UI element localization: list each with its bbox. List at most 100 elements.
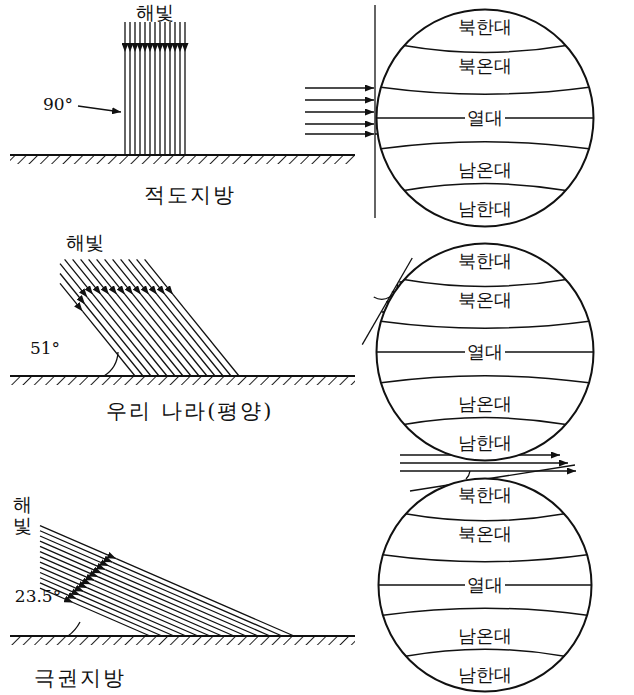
globe: 북한대북온대열대남온대남한대 <box>375 8 595 228</box>
ray-line <box>89 259 117 294</box>
ray-line <box>113 562 282 636</box>
ray-line <box>95 581 222 636</box>
ray-line <box>133 294 199 376</box>
ray-line <box>141 294 207 376</box>
ray-line <box>154 52 155 155</box>
ray-line <box>40 567 87 588</box>
ray-line <box>134 52 135 155</box>
ray-line <box>137 259 165 294</box>
ray-line <box>164 52 165 155</box>
zone-name: 북한대 <box>456 485 514 505</box>
angle-marks <box>28 5 385 636</box>
zone-name: 열대 <box>465 342 505 362</box>
ray-line <box>145 259 173 294</box>
ray-line <box>40 526 116 559</box>
zone-name: 남한대 <box>456 433 514 453</box>
ray-line <box>400 462 568 463</box>
ray-line <box>149 52 150 155</box>
ray-line <box>124 52 125 155</box>
ray-line <box>164 22 165 52</box>
ray-line <box>93 294 159 376</box>
ray-line <box>159 22 160 52</box>
ray-line <box>73 603 150 636</box>
ray-line <box>87 297 151 376</box>
ray-line <box>40 546 102 573</box>
label: 90° <box>43 95 73 114</box>
ray-line <box>139 22 140 52</box>
ray-line <box>129 259 157 294</box>
label: 우리 나라(평양) <box>106 400 273 423</box>
ray-line <box>124 22 125 52</box>
ray-line <box>134 22 135 52</box>
zone-name: 남온대 <box>456 160 514 180</box>
zone-name: 열대 <box>465 108 505 128</box>
ray-line <box>40 531 113 563</box>
ray-line <box>125 294 191 376</box>
label: 적도지방 <box>144 184 236 207</box>
ray-line <box>97 259 125 294</box>
ray-line <box>109 566 270 636</box>
ray-line <box>149 294 215 376</box>
zone-name: 남온대 <box>456 626 514 646</box>
zone-name: 북온대 <box>456 524 514 544</box>
ray-line <box>73 259 101 294</box>
zone-name: 남한대 <box>456 199 514 219</box>
ray-line <box>305 123 374 124</box>
sunlight-label: 해빛 <box>13 494 32 536</box>
ray-line <box>65 259 93 294</box>
ray-line <box>305 111 374 112</box>
ray-line <box>60 264 87 298</box>
ray-line <box>116 559 294 636</box>
ray-line <box>121 259 149 294</box>
ray-line <box>159 52 160 155</box>
ray-line <box>40 557 95 581</box>
ground <box>10 155 355 645</box>
label: 극권지방 <box>34 667 126 690</box>
zone-name: 남한대 <box>456 665 514 685</box>
ray-line <box>83 311 136 376</box>
ray-line <box>80 595 174 636</box>
zone-name: 북온대 <box>456 290 514 310</box>
zone-name: 남온대 <box>456 394 514 414</box>
ray-line <box>105 259 133 294</box>
zone-name: 북한대 <box>456 17 514 37</box>
ray-line <box>87 588 198 636</box>
ray-line <box>101 294 167 376</box>
ray-line <box>144 52 145 155</box>
label: 51° <box>30 339 60 358</box>
globe: 북한대북온대열대남온대남한대 <box>375 242 595 462</box>
ray-line <box>179 52 180 155</box>
label: 23.5° <box>15 587 61 606</box>
ray-line <box>129 52 130 155</box>
ray-line <box>129 22 130 52</box>
zone-name: 북온대 <box>456 56 514 76</box>
zone-name: 북한대 <box>456 251 514 271</box>
ray-line <box>154 22 155 52</box>
ray-line <box>174 22 175 52</box>
ray-line <box>174 52 175 155</box>
sun-rays <box>40 22 294 636</box>
label: 해빛 <box>66 232 104 253</box>
ray-line <box>184 22 185 52</box>
ray-line <box>117 294 183 376</box>
ray-line <box>184 52 185 155</box>
ray-line <box>169 52 170 155</box>
ray-line <box>113 259 141 294</box>
ray-line <box>105 570 258 636</box>
ray-line <box>109 294 175 376</box>
ray-line <box>169 22 170 52</box>
zone-name: 열대 <box>465 575 505 595</box>
ray-line <box>165 294 231 376</box>
ray-line <box>102 573 246 636</box>
ray-line <box>144 22 145 52</box>
ray-line <box>305 133 374 134</box>
ray-line <box>157 294 223 376</box>
globe: 북한대북온대열대남온대남한대 <box>377 477 593 693</box>
ray-line <box>149 22 150 52</box>
ray-line <box>400 470 576 471</box>
ray-line <box>40 552 98 577</box>
ray-line <box>179 22 180 52</box>
ray-line <box>305 99 374 100</box>
ray-line <box>173 294 239 376</box>
ray-line <box>139 52 140 155</box>
